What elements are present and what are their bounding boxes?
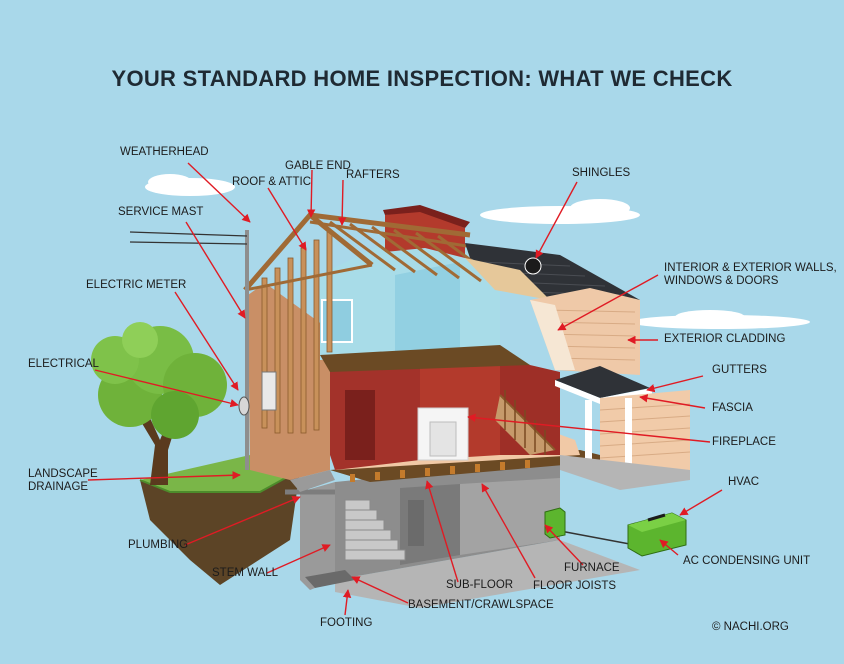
shingles-marker [524, 257, 542, 275]
label-gable-end: GABLE END [285, 160, 351, 172]
label-fascia: FASCIA [712, 402, 753, 414]
label-stem-wall: STEM WALL [212, 567, 279, 579]
soil-mound [140, 470, 300, 585]
label-hvac: HVAC [728, 476, 760, 488]
basement-floor [335, 540, 640, 608]
label-fireplace: FIREPLACE [712, 436, 776, 448]
label-gutters: GUTTERS [712, 364, 767, 376]
page-title: YOUR STANDARD HOME INSPECTION: WHAT WE C… [111, 66, 733, 91]
furnace [544, 507, 566, 539]
cloud-top-right [480, 199, 640, 224]
label-basement-crawlspace: BASEMENT/CRAWLSPACE [408, 599, 554, 611]
upper-window [321, 299, 353, 343]
fireplace [417, 407, 469, 461]
tree [91, 322, 227, 485]
hvac-line [554, 529, 636, 546]
label-weatherhead: WEATHERHEAD [120, 146, 209, 158]
attic-gable-white [530, 300, 575, 370]
utility-wires [129, 231, 248, 245]
interior-doorway [345, 390, 375, 460]
porch-roof [555, 366, 650, 398]
label-service-mast: SERVICE MAST [118, 206, 204, 218]
label-exterior-cladding: EXTERIOR CLADDING [664, 333, 786, 345]
roof-sheathing [465, 258, 550, 300]
label-electric-meter: ELECTRIC METER [86, 279, 187, 291]
ac-condensing-unit [627, 512, 687, 557]
wall-studs [261, 231, 333, 434]
upper-room-divider [395, 262, 460, 352]
label-landscape-line1: LANDSCAPE [28, 468, 98, 480]
electrical-panel [261, 371, 277, 411]
label-interior-exterior-walls-line1: INTERIOR & EXTERIOR WALLS, [664, 262, 837, 274]
electric-meter [238, 396, 250, 416]
label-rafters: RAFTERS [346, 169, 400, 181]
label-plumbing: PLUMBING [128, 539, 189, 551]
footing-block [305, 570, 355, 588]
second-floor-band [320, 345, 530, 372]
label-landscape-line2: DRAINAGE [28, 481, 89, 493]
label-floor-joists: FLOOR JOISTS [533, 580, 617, 592]
copyright-credit: © NACHI.ORG [712, 621, 789, 633]
right-foundation [560, 455, 690, 490]
label-shingles: SHINGLES [572, 167, 631, 179]
basement-right-block [460, 478, 560, 555]
basement-stairs [344, 499, 406, 561]
basement-door [408, 500, 424, 546]
pointer-arrows [87, 162, 723, 616]
label-interior-exterior-walls-line2: WINDOWS & DOORS [664, 275, 779, 287]
porch-column-2 [625, 398, 632, 478]
label-ac-condensing-unit: AC CONDENSING UNIT [683, 555, 811, 567]
label-roof-attic: ROOF & ATTIC [232, 176, 312, 188]
label-sub-floor: SUB-FLOOR [446, 579, 514, 591]
chimney [383, 205, 470, 258]
label-footing: FOOTING [320, 617, 373, 629]
cloud-right [630, 310, 810, 329]
porch-column-1 [585, 400, 592, 472]
label-electrical: ELECTRICAL [28, 358, 99, 370]
cloud-left [145, 174, 235, 196]
label-furnace: FURNACE [564, 562, 620, 574]
basement-outer-wall [300, 482, 335, 590]
floor-joist-ends [350, 460, 530, 482]
